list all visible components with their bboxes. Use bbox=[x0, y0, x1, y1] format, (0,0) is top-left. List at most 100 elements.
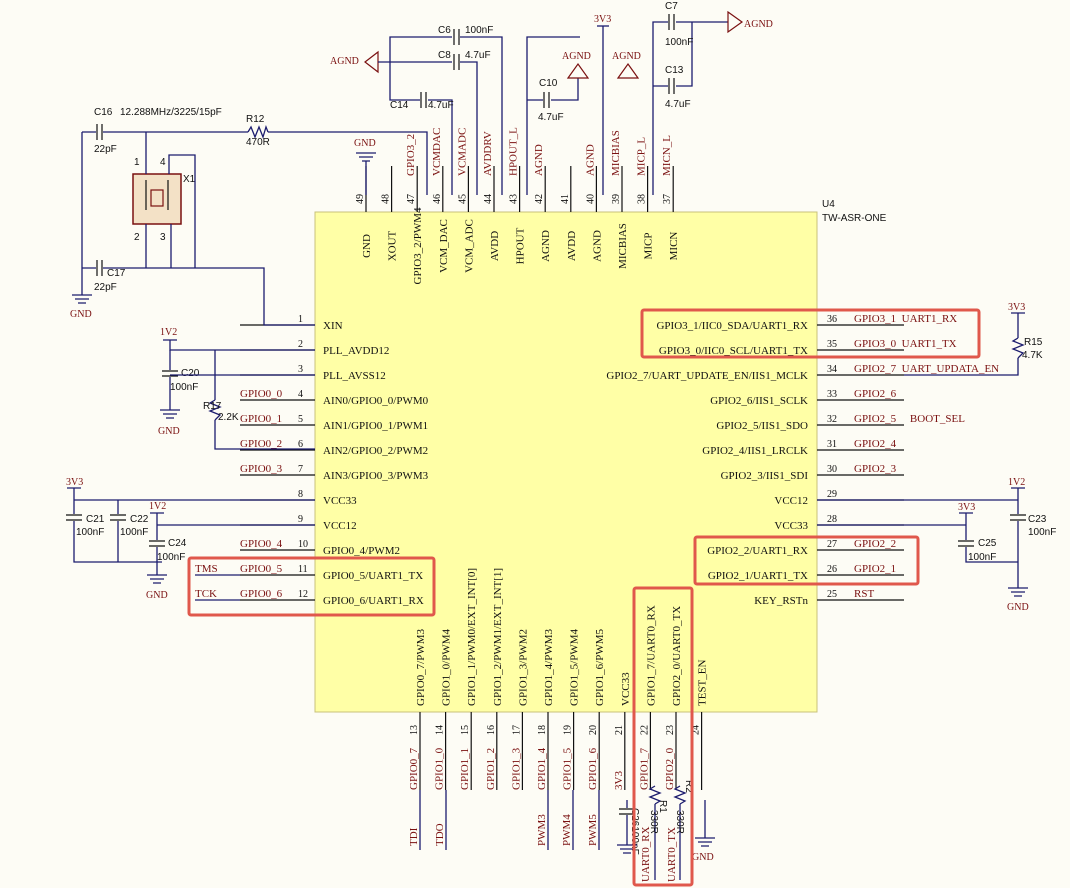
c13-ref: C13 bbox=[665, 65, 684, 76]
bottom-pin-name: GPIO2_0/UART0_TX bbox=[671, 606, 683, 706]
top-decoupling: AGND C6 100nF C8 4.7uF C14 4.7uF 3V3 C10… bbox=[330, 1, 773, 195]
top-net-label: GPIO3_2 bbox=[405, 134, 417, 176]
r1-resistor bbox=[648, 785, 662, 805]
top-pin-name: MICN bbox=[668, 232, 680, 261]
right-pin-name: GPIO3_0/IIC0_SCL/UART1_TX bbox=[659, 345, 808, 357]
c17-value: 22pF bbox=[94, 282, 117, 293]
chip-part: TW-ASR-ONE bbox=[822, 213, 887, 224]
bottom-pin-number: 23 bbox=[665, 725, 676, 735]
bottom-pin-number: 22 bbox=[639, 725, 650, 735]
top-pin-number: 49 bbox=[355, 194, 366, 204]
left-net-label: GPIO0_1 bbox=[240, 413, 282, 425]
left-pin-number: 10 bbox=[298, 539, 308, 550]
right-net-label: GPIO3_1 UART1_RX bbox=[854, 313, 957, 325]
left-pin-name: AIN1/GPIO0_1/PWM1 bbox=[323, 420, 428, 432]
left-pin-number: 12 bbox=[298, 589, 308, 600]
left-net-label: GPIO0_5 bbox=[240, 563, 283, 575]
bottom-pin-name: VCC33 bbox=[620, 672, 632, 706]
c17-ref: C17 bbox=[107, 268, 126, 279]
bottom-pin-name: TEST_EN bbox=[697, 660, 709, 706]
c20-ref: C20 bbox=[181, 368, 200, 379]
left-ext-label: TCK bbox=[195, 588, 217, 600]
r2-ref: R2 bbox=[683, 780, 694, 793]
top-pin-number: 47 bbox=[406, 194, 417, 204]
right-pin-name: GPIO2_5/IIS1_SDO bbox=[716, 420, 808, 432]
r12-resistor bbox=[247, 125, 269, 139]
left-pin-number: 11 bbox=[298, 564, 308, 575]
bottom-net-label: GPIO1_4 bbox=[536, 747, 548, 790]
top-pin-name: VCM_DAC bbox=[438, 219, 450, 273]
c22-ref: C22 bbox=[130, 514, 149, 525]
left-pin-name: PLL_AVDD12 bbox=[323, 345, 389, 357]
left-net-label: GPIO0_6 bbox=[240, 588, 283, 600]
bottom-net-label: GPIO1_7 bbox=[638, 747, 650, 790]
top-pin-name: GND bbox=[361, 234, 373, 258]
top-pin-name: AGND bbox=[591, 230, 603, 262]
right-pin-number: 35 bbox=[827, 339, 837, 350]
right-pin-number: 28 bbox=[827, 514, 837, 525]
agnd-label-c7: AGND bbox=[744, 19, 773, 30]
top-pin-number: 48 bbox=[381, 194, 392, 204]
agnd-arrow-c7 bbox=[727, 10, 744, 34]
bottom-pin-number: 14 bbox=[435, 725, 446, 735]
v33-label-top: 3V3 bbox=[594, 14, 611, 25]
right-pin-name: GPIO2_6/IIS1_SCLK bbox=[710, 395, 808, 407]
right-pin-number: 25 bbox=[827, 589, 837, 600]
bottom-ext-label: UART0_RX bbox=[640, 826, 652, 882]
left-pin-name: GPIO0_6/UART1_RX bbox=[323, 595, 424, 607]
right-net-label: GPIO2_3 bbox=[854, 463, 897, 475]
c16-value: 22pF bbox=[94, 144, 117, 155]
x1-value: 12.288MHz/3225/15pF bbox=[120, 107, 222, 118]
right-pin-name: GPIO2_3/IIS1_SDI bbox=[721, 470, 809, 482]
c23-value: 100nF bbox=[1028, 527, 1056, 538]
right-pin-name: VCC33 bbox=[774, 520, 808, 532]
top-pin-number: 42 bbox=[534, 194, 545, 204]
bottom-pin-number: 24 bbox=[691, 725, 702, 735]
right-net-label: GPIO3_0 UART1_TX bbox=[854, 338, 957, 350]
bottom-net-label: GPIO1_1 bbox=[459, 748, 471, 790]
r1-ref: R1 bbox=[657, 800, 668, 813]
left-pin-name: GPIO0_4/PWM2 bbox=[323, 545, 400, 557]
top-net-label: AVDDRV bbox=[482, 131, 494, 176]
left-pin-number: 2 bbox=[298, 339, 303, 350]
right-net-label: GPIO2_5 BOOT_SEL bbox=[854, 413, 965, 425]
c23-ref: C23 bbox=[1028, 514, 1047, 525]
right-pin-number: 29 bbox=[827, 489, 837, 500]
left-net-label: GPIO0_3 bbox=[240, 463, 283, 475]
highlight-box-uart1-right bbox=[693, 535, 920, 586]
bottom-pin-name: GPIO1_0/PWM4 bbox=[441, 628, 453, 706]
top-net-label: VCMDAC bbox=[431, 128, 443, 176]
bottom-net-label: GPIO1_2 bbox=[485, 748, 497, 790]
c14-ref: C14 bbox=[390, 100, 409, 111]
right-pin-number: 33 bbox=[827, 389, 837, 400]
c7-value: 100nF bbox=[665, 37, 693, 48]
right-net-label: RST bbox=[854, 588, 874, 600]
chip-body bbox=[314, 211, 818, 713]
bottom-net-label: GPIO2_0 bbox=[664, 747, 676, 790]
gnd-label-c24: GND bbox=[146, 590, 168, 601]
top-pin-number: 41 bbox=[560, 194, 571, 204]
highlight-box-uart1-top bbox=[640, 308, 981, 359]
bottom-pin-name: GPIO1_3/PWM2 bbox=[517, 629, 529, 706]
v12-label-c24: 1V2 bbox=[149, 501, 166, 512]
r1-value: 330R bbox=[648, 810, 659, 834]
agnd-arrow-c10 bbox=[566, 62, 590, 79]
c8-ref: C8 bbox=[438, 50, 451, 61]
c10-ref: C10 bbox=[539, 78, 558, 89]
x1-crystal bbox=[132, 173, 182, 225]
right-pin-name: VCC12 bbox=[774, 495, 808, 507]
r15-ref: R15 bbox=[1024, 337, 1043, 348]
c14-value: 4.7uF bbox=[428, 100, 454, 111]
right-pin-number: 32 bbox=[827, 414, 837, 425]
right-pin-number: 26 bbox=[827, 564, 837, 575]
agnd-arrow-topleft bbox=[364, 50, 379, 74]
c6-value: 100nF bbox=[465, 25, 493, 36]
top-pin-name: AVDD bbox=[566, 231, 578, 261]
agnd-label-pin40: AGND bbox=[612, 51, 641, 62]
gnd-label-bottom: GND bbox=[692, 852, 714, 863]
v33-label-r15: 3V3 bbox=[1008, 302, 1025, 313]
bottom-ext-label: TDI bbox=[408, 827, 420, 846]
top-pin-number: 44 bbox=[483, 194, 494, 204]
bottom-net-label: GPIO1_6 bbox=[587, 747, 599, 790]
top-pin-name: AGND bbox=[540, 230, 552, 262]
